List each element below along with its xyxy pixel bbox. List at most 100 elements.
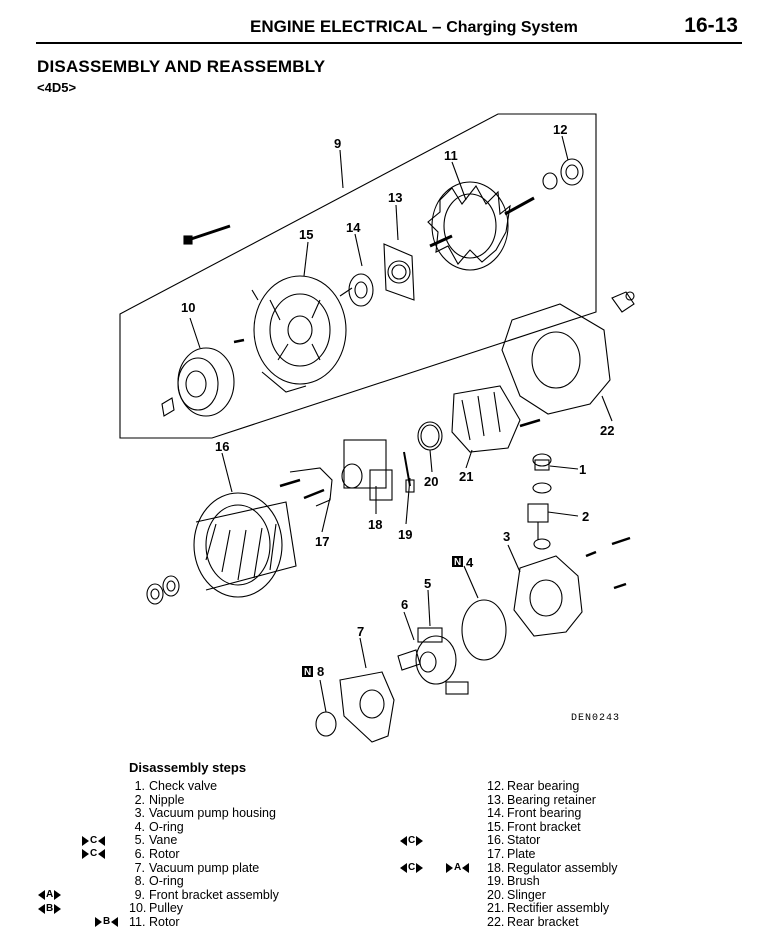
vane <box>417 627 443 643</box>
pump-rotor <box>397 635 457 685</box>
service-mark-disassembly-c-18: C <box>400 862 424 873</box>
front-bracket <box>251 275 353 393</box>
figure-id: DEN0243 <box>571 713 620 724</box>
section-name: ENGINE ELECTRICAL <box>250 17 428 36</box>
callout-22: 22 <box>600 423 614 438</box>
vacuum-pump-housing <box>513 555 583 637</box>
service-mark-reassembly-a-18: A <box>446 862 470 873</box>
arrow-right-icon <box>54 903 62 914</box>
page-title: DISASSEMBLY AND REASSEMBLY <box>37 57 326 76</box>
callout-19: 19 <box>398 527 412 542</box>
vane-2 <box>445 681 469 695</box>
exploded-view-diagram: 9 12 11 13 14 15 10 16 22 1 2 3 4 5 6 7 … <box>119 113 635 743</box>
rear-bearing <box>542 158 584 190</box>
arrow-left-icon <box>400 862 407 873</box>
callout-1: 1 <box>579 462 586 477</box>
subsection-name: Charging System <box>446 19 578 36</box>
svg-text:N: N <box>454 557 461 568</box>
arrow-left-icon <box>111 916 119 927</box>
steps-left-column: 1.Check valve 2.Nipple 3.Vacuum pump hou… <box>129 779 279 930</box>
arrow-left-icon <box>38 903 45 914</box>
nipple <box>527 503 551 550</box>
arrow-left-icon <box>38 889 45 900</box>
callout-10: 10 <box>181 300 195 315</box>
check-valve <box>532 453 552 494</box>
callout-11: 11 <box>444 148 458 163</box>
page-number: 16-13 <box>684 14 738 37</box>
pump-bolts <box>585 536 631 590</box>
step-item: 20.Slinger <box>487 887 546 902</box>
arrow-right-icon <box>82 835 89 846</box>
model-code: <4D5> <box>37 80 77 95</box>
arrow-right-icon <box>446 862 453 873</box>
regulator-assembly <box>341 439 393 501</box>
callout-12: 12 <box>553 122 567 137</box>
step-item: 7.Vacuum pump plate <box>134 860 260 875</box>
callout-6: 6 <box>401 597 408 612</box>
step-item: 18.Regulator assembly <box>487 860 618 875</box>
arrow-right-icon <box>416 862 424 873</box>
stator-washers <box>146 575 180 605</box>
rear-bracket <box>501 291 635 415</box>
callout-14: 14 <box>346 220 361 235</box>
step-item: 3.Vacuum pump housing <box>134 806 276 821</box>
slinger <box>417 421 443 451</box>
o-ring-4 <box>461 599 507 661</box>
step-item: 10.Pulley <box>129 901 184 916</box>
arrow-left-icon <box>98 848 106 859</box>
service-mark-reassembly-c-6: C <box>82 848 106 859</box>
step-item: 5.Vane <box>134 833 178 848</box>
callout-2: 2 <box>582 509 589 524</box>
callout-20: 20 <box>424 474 438 489</box>
service-mark-reassembly-b-11: B <box>95 916 119 927</box>
step-item: 8.O-ring <box>134 874 184 889</box>
step-item: 21.Rectifier assembly <box>487 901 610 916</box>
service-mark-disassembly-a-9: A <box>38 889 62 900</box>
callout-16: 16 <box>215 439 229 454</box>
page-header: ENGINE ELECTRICAL – Charging System 16-1… <box>36 14 742 44</box>
step-item: 16.Stator <box>487 833 541 848</box>
step-item: 12.Rear bearing <box>487 779 580 793</box>
callout-7: 7 <box>357 624 364 639</box>
service-mark-disassembly-b-10: B <box>38 903 62 914</box>
front-bearing <box>348 273 374 307</box>
arrow-right-icon <box>95 916 102 927</box>
front-bracket-assembly-frame <box>119 113 597 439</box>
step-item: 19.Brush <box>487 874 540 889</box>
callout-17: 17 <box>315 534 329 549</box>
callout-8: 8 <box>317 664 324 679</box>
through-bolt <box>183 224 231 245</box>
callout-5: 5 <box>424 576 431 591</box>
step-item: 9.Front bracket assembly <box>134 887 279 902</box>
rectifier-assembly <box>451 385 541 453</box>
arrow-left-icon <box>98 835 106 846</box>
callout-4: 4 <box>466 555 474 570</box>
new-part-marker-8 <box>302 666 313 677</box>
step-item: 2.Nipple <box>134 792 185 807</box>
service-mark-disassembly-c-16: C <box>400 835 424 846</box>
arrow-right-icon <box>416 835 424 846</box>
step-item: 13.Bearing retainer <box>487 792 596 807</box>
pulley <box>161 338 245 417</box>
rotor-drawing <box>427 181 535 271</box>
callout-3: 3 <box>503 529 510 544</box>
callout-13: 13 <box>388 190 402 205</box>
arrow-right-icon <box>82 848 89 859</box>
bearing-retainer <box>383 243 415 301</box>
callout-9: 9 <box>334 136 341 151</box>
step-item: 1.Check valve <box>134 779 218 793</box>
step-item: 4.O-ring <box>134 819 184 834</box>
vacuum-pump-plate <box>339 671 395 743</box>
section-title: ENGINE ELECTRICAL – Charging System <box>250 17 578 37</box>
brush <box>403 451 415 493</box>
step-item: 22.Rear bracket <box>487 914 579 929</box>
section-dash: – <box>432 17 442 36</box>
step-item: 6.Rotor <box>134 846 180 861</box>
step-item: 15.Front bracket <box>487 819 581 834</box>
steps-title: Disassembly steps <box>129 760 247 775</box>
service-mark-reassembly-c-5: C <box>82 835 106 846</box>
arrow-left-icon <box>462 862 470 873</box>
callout-21: 21 <box>459 469 473 484</box>
stator <box>193 492 297 598</box>
callout-18: 18 <box>368 517 382 532</box>
